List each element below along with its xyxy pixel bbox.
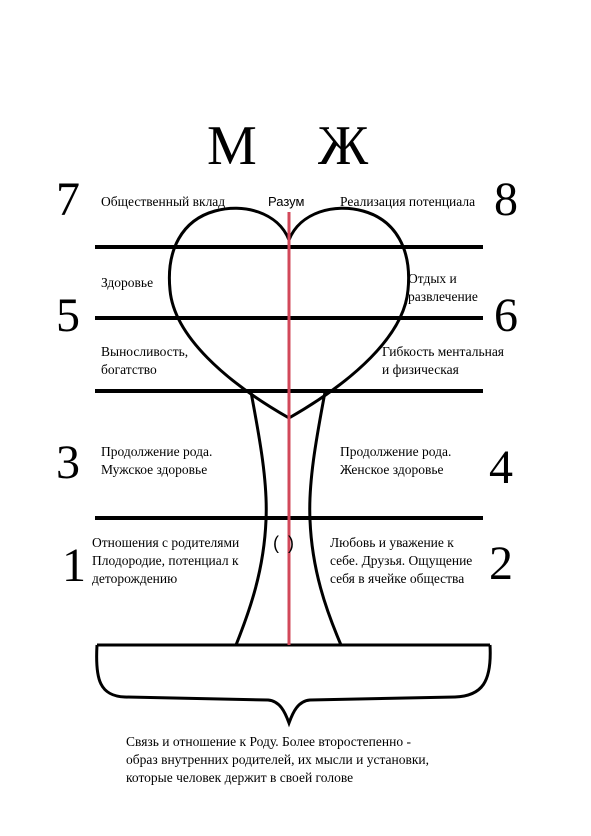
level-number-1: 1 xyxy=(62,539,86,592)
level-number-3: 3 xyxy=(56,436,80,489)
level-number-6: 6 xyxy=(494,289,518,342)
female-letter: Ж xyxy=(318,115,369,177)
level-number-7: 7 xyxy=(56,173,80,226)
center-bracket-mark: ( ) xyxy=(273,533,296,553)
label-health: Здоровье xyxy=(101,275,154,290)
male-letter: М xyxy=(207,115,257,177)
base-brace xyxy=(95,644,492,728)
label-rest-entertainment: Отдых и развлечение xyxy=(408,271,478,304)
label-female-procreation: Продолжение рода. Женское здоровье xyxy=(340,444,452,477)
label-male-procreation: Продолжение рода. Мужское здоровье xyxy=(101,444,213,477)
footer-caption: Связь и отношение к Роду. Более второсте… xyxy=(126,734,430,785)
mind-label: Разум xyxy=(268,194,305,209)
level-number-2: 2 xyxy=(489,537,513,590)
label-self-love: Любовь и уважение к себе. Друзья. Ощущен… xyxy=(330,535,473,586)
level-number-5: 5 xyxy=(56,289,80,342)
label-social-contribution: Общественный вклад xyxy=(101,194,226,209)
label-endurance-wealth: Выносливость, богатство xyxy=(101,344,189,377)
level-number-8: 8 xyxy=(494,173,518,226)
label-flexibility: Гибкость ментальная и физическая xyxy=(382,344,505,377)
trunk-left-outline xyxy=(234,391,268,646)
trunk-right-outline xyxy=(308,391,343,646)
label-potential-realization: Реализация потенциала xyxy=(340,194,476,209)
level-number-4: 4 xyxy=(489,441,513,494)
label-parents-relations: Отношения с родителями Плодородие, потен… xyxy=(92,535,240,586)
